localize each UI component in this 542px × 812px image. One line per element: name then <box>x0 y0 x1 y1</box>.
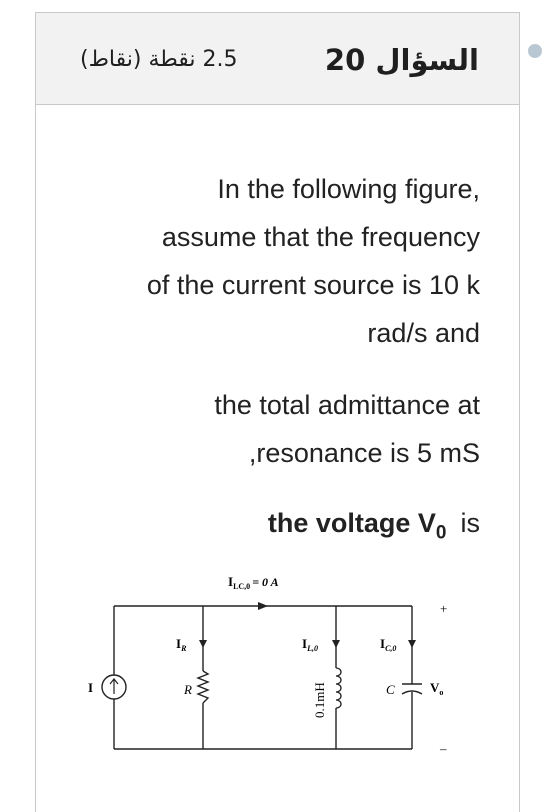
resistor-icon <box>196 670 210 704</box>
il-sub: L,0 <box>306 644 318 653</box>
question-card: السؤال 20 2.5 نقطة (نقاط) <box>35 12 520 812</box>
question-paragraph-1: In the following figure, assume that the… <box>80 165 480 357</box>
question-prompt: the voltage V0 is <box>80 499 480 557</box>
question-paragraph-2: the total admittance at ,resonance is 5 … <box>80 381 480 477</box>
top-current-symbol: I <box>228 574 233 589</box>
question-title: السؤال 20 <box>324 43 479 77</box>
paragraph-1-line-2: assume that the frequency <box>161 222 480 252</box>
source-label: I <box>88 680 93 695</box>
capacitor-icon <box>401 683 423 695</box>
r-label: R <box>183 682 192 697</box>
current-source-icon <box>101 674 127 700</box>
top-current-value: = 0 A <box>252 575 278 589</box>
ic-symbol: I <box>380 636 385 651</box>
minus-sign: – <box>439 741 447 756</box>
question-points: 2.5 نقطة (نقاط) <box>80 47 238 72</box>
prompt-bold-text: the voltage V <box>267 508 436 538</box>
ir-symbol: I <box>176 636 181 651</box>
paragraph-1-line-1: In the following figure, <box>217 174 480 204</box>
vo-symbol: V <box>430 680 440 695</box>
circuit-diagram: I ILC,0= 0 A IR R IL,0 0.1mH IC,0 <box>88 574 447 756</box>
inductor-label: 0.1mH <box>312 682 327 718</box>
paragraph-1-line-4: rad/s and <box>367 318 480 348</box>
question-header: السؤال 20 2.5 نقطة (نقاط) <box>36 13 519 105</box>
plus-sign: + <box>440 601 447 616</box>
prompt-subscript: 0 <box>435 522 447 544</box>
ir-sub: R <box>180 644 187 653</box>
paragraph-1-line-3: of the current source is 10 k <box>146 270 480 300</box>
scroll-indicator-icon <box>528 44 542 58</box>
circuit-figure: I ILC,0= 0 A IR R IL,0 0.1mH IC,0 <box>80 568 450 758</box>
ir-arrow-icon <box>199 640 207 648</box>
ir-label: IR <box>176 636 187 653</box>
circuit-wires <box>113 605 413 750</box>
c-label: C <box>386 682 395 697</box>
top-current-arrow-icon <box>258 602 268 610</box>
top-current-sub: LC,0 <box>233 582 250 591</box>
il-arrow-icon <box>332 640 340 648</box>
paragraph-2-line-1: the total admittance at <box>214 390 480 420</box>
ic-sub: C,0 <box>385 644 396 653</box>
vo-label: Vo <box>430 680 443 697</box>
ic-label: IC,0 <box>380 636 396 653</box>
il-symbol: I <box>302 636 307 651</box>
top-current-label: ILC,0= 0 A <box>228 574 279 591</box>
vo-sub: o <box>439 688 443 697</box>
prompt-tail: is <box>460 508 481 538</box>
paragraph-2-line-2: ,resonance is 5 mS <box>248 438 480 468</box>
ic-arrow-icon <box>408 640 416 648</box>
il-label: IL,0 <box>302 636 318 653</box>
inductor-icon <box>335 667 342 709</box>
question-body: In the following figure, assume that the… <box>80 165 480 557</box>
